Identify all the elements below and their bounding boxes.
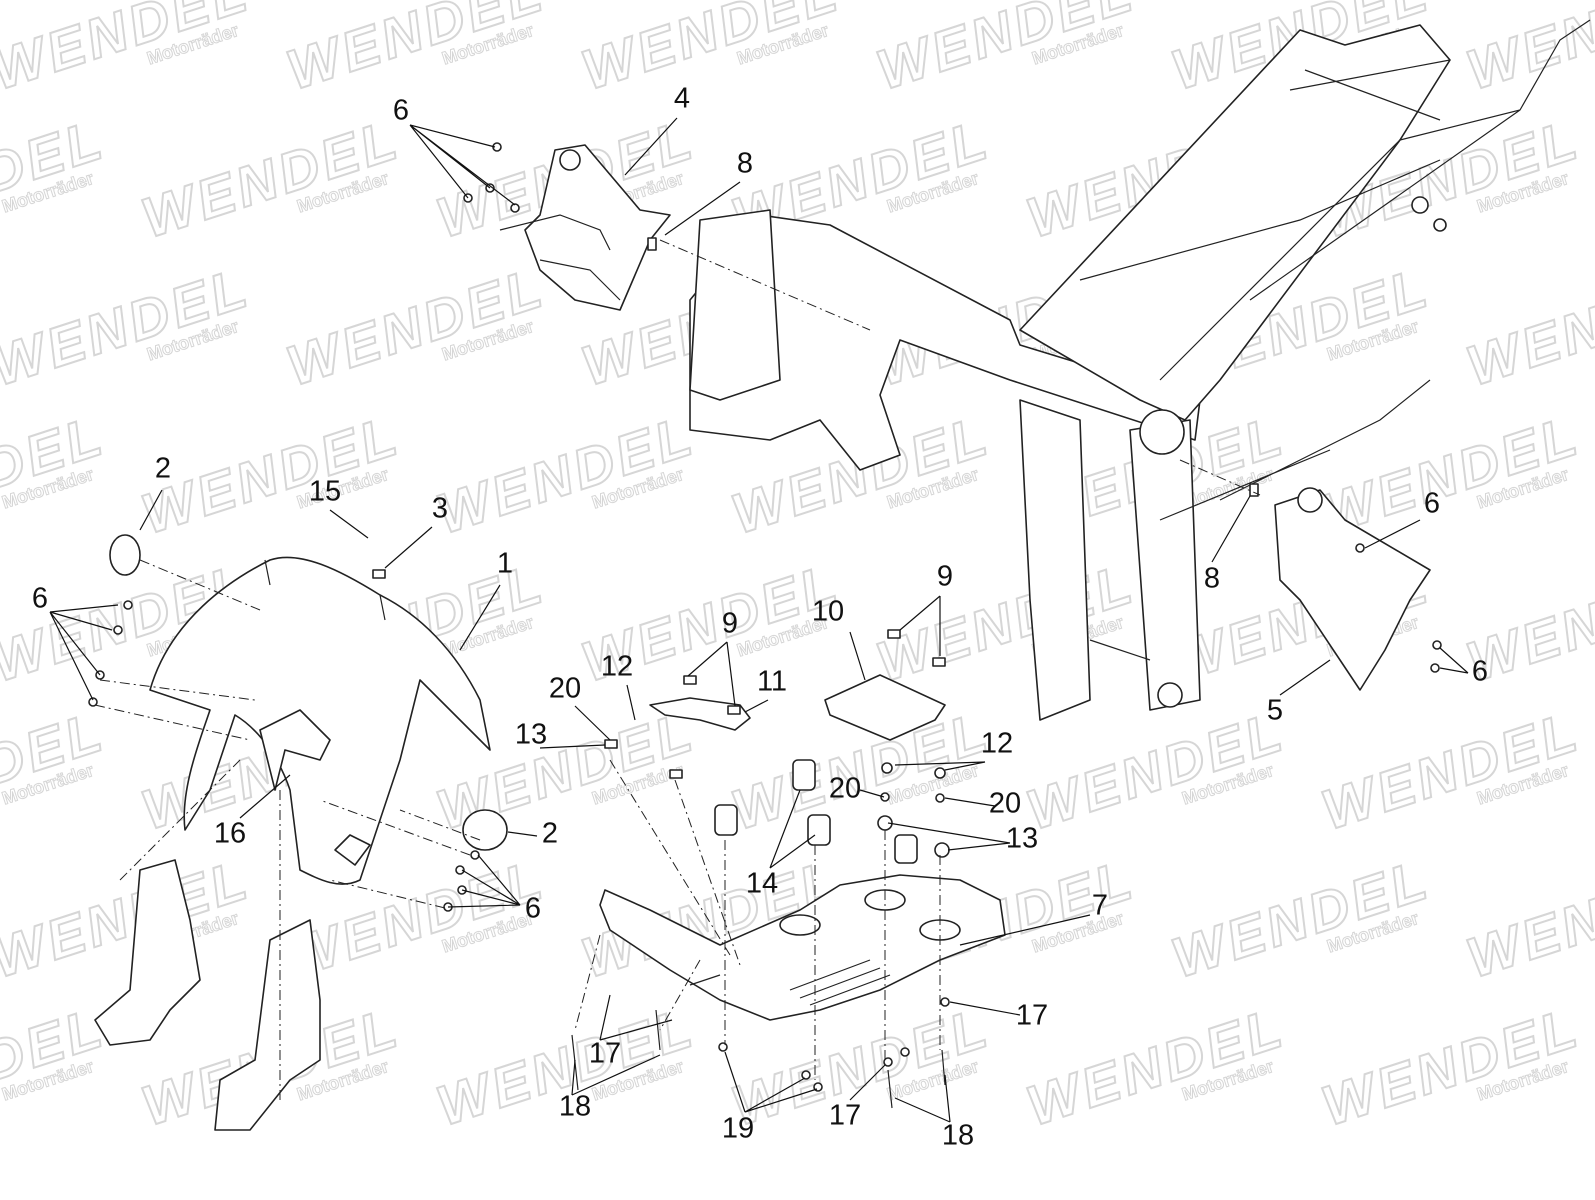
part-2-cap-right: [462, 809, 508, 851]
frame: [689, 19, 1591, 721]
svg-text:WENDEL: WENDEL: [1459, 255, 1595, 397]
callout-18: 18: [942, 1120, 974, 1152]
callout-19: 19: [722, 1113, 754, 1145]
part-1-front-fender: [149, 556, 491, 885]
callout-20: 20: [989, 788, 1021, 820]
callout-3: 3: [432, 493, 448, 525]
assembly-lines: [94, 239, 1261, 1100]
callout-6: 6: [393, 95, 409, 127]
callout-20: 20: [549, 673, 581, 705]
callout-6: 6: [525, 893, 541, 925]
callout-17: 17: [589, 1038, 621, 1070]
callout-8: 8: [1204, 563, 1220, 595]
svg-text:WENDEL: WENDEL: [1459, 0, 1595, 101]
callout-6: 6: [32, 583, 48, 615]
callout-12: 12: [601, 651, 633, 683]
callout-9: 9: [722, 608, 738, 640]
part-4-bracket-left: [499, 144, 671, 311]
part-5-bracket-right: [1274, 487, 1431, 691]
svg-text:WENDEL: WENDEL: [1459, 847, 1595, 989]
part-10-bracket: [824, 674, 946, 741]
callout-9: 9: [937, 561, 953, 593]
callout-11: 11: [757, 666, 787, 698]
callout-16: 16: [214, 818, 246, 850]
callout-5: 5: [1267, 695, 1283, 727]
callout-17: 17: [1016, 1000, 1048, 1032]
part-11-bracket: [649, 697, 751, 731]
callout-labels: 6 4 8 2 15 3 1 6 9 10 9 12 11 20 13 12 2…: [32, 83, 1488, 1152]
leader-lines: [49, 117, 1469, 1123]
part-7-skid-plate: [599, 874, 1006, 1021]
part-2-cap-left: [109, 534, 141, 576]
callout-7: 7: [1092, 890, 1108, 922]
callout-2: 2: [542, 818, 558, 850]
callout-6: 6: [1424, 488, 1440, 520]
fork-legs: [94, 859, 321, 1131]
callout-12: 12: [981, 728, 1013, 760]
callout-10: 10: [812, 596, 844, 628]
callout-20: 20: [829, 773, 861, 805]
callout-13: 13: [515, 719, 547, 751]
callout-15: 15: [309, 476, 341, 508]
callout-1: 1: [497, 548, 513, 580]
svg-text:WENDEL: WENDEL: [279, 0, 552, 101]
svg-text:WENDEL: WENDEL: [869, 0, 1142, 101]
part-14-rubber-mounts: [714, 759, 918, 864]
callout-8: 8: [737, 148, 753, 180]
svg-text:WENDEL: WENDEL: [0, 0, 257, 101]
callout-13: 13: [1006, 823, 1038, 855]
callout-6: 6: [1472, 656, 1488, 688]
callout-18: 18: [559, 1091, 591, 1123]
callout-17: 17: [829, 1100, 861, 1132]
svg-text:WENDEL: WENDEL: [574, 0, 847, 101]
callout-4: 4: [674, 83, 690, 115]
callout-14: 14: [746, 868, 778, 900]
callout-2: 2: [155, 453, 171, 485]
